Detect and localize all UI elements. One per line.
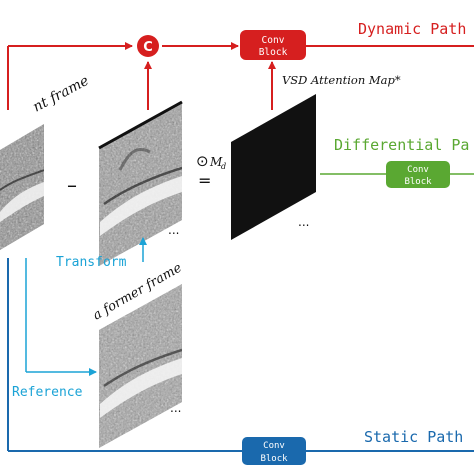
transformed-frame [95, 98, 187, 270]
differential-path-label: Differential Pa [334, 136, 469, 154]
differential-block-line2: Block [404, 177, 432, 187]
former-frame-ellipsis: ... [170, 401, 181, 415]
current-frame [0, 120, 50, 255]
static-block-line1: Conv [263, 441, 285, 451]
transformed-frame-ellipsis: ... [168, 223, 179, 237]
equals-operator: = [198, 171, 211, 190]
static-path: Conv Block Static Path [8, 258, 474, 465]
dynamic-path: C Conv Block Dynamic Path [8, 20, 474, 110]
minus-operator: – [67, 173, 77, 197]
transform-label: Transform [56, 255, 127, 270]
md-subscript: d [221, 162, 226, 171]
differential-path: Conv Block Differential Pa [320, 136, 474, 188]
odot-operator: ⊙ [196, 152, 209, 170]
dynamic-block-line1: Conv [262, 35, 285, 46]
dynamic-path-label: Dynamic Path [358, 20, 466, 38]
static-block-line2: Block [260, 454, 288, 464]
differential-block-line1: Conv [407, 165, 429, 175]
attention-map-ellipsis: ... [298, 215, 309, 229]
current-frame-label: nt frame [30, 73, 91, 116]
reference-label: Reference [12, 385, 83, 400]
static-path-label: Static Path [364, 428, 463, 446]
dynamic-block-line2: Block [259, 47, 288, 58]
attention-map-label: VSD Attention Map* [282, 73, 401, 87]
concat-symbol: C [143, 40, 153, 55]
